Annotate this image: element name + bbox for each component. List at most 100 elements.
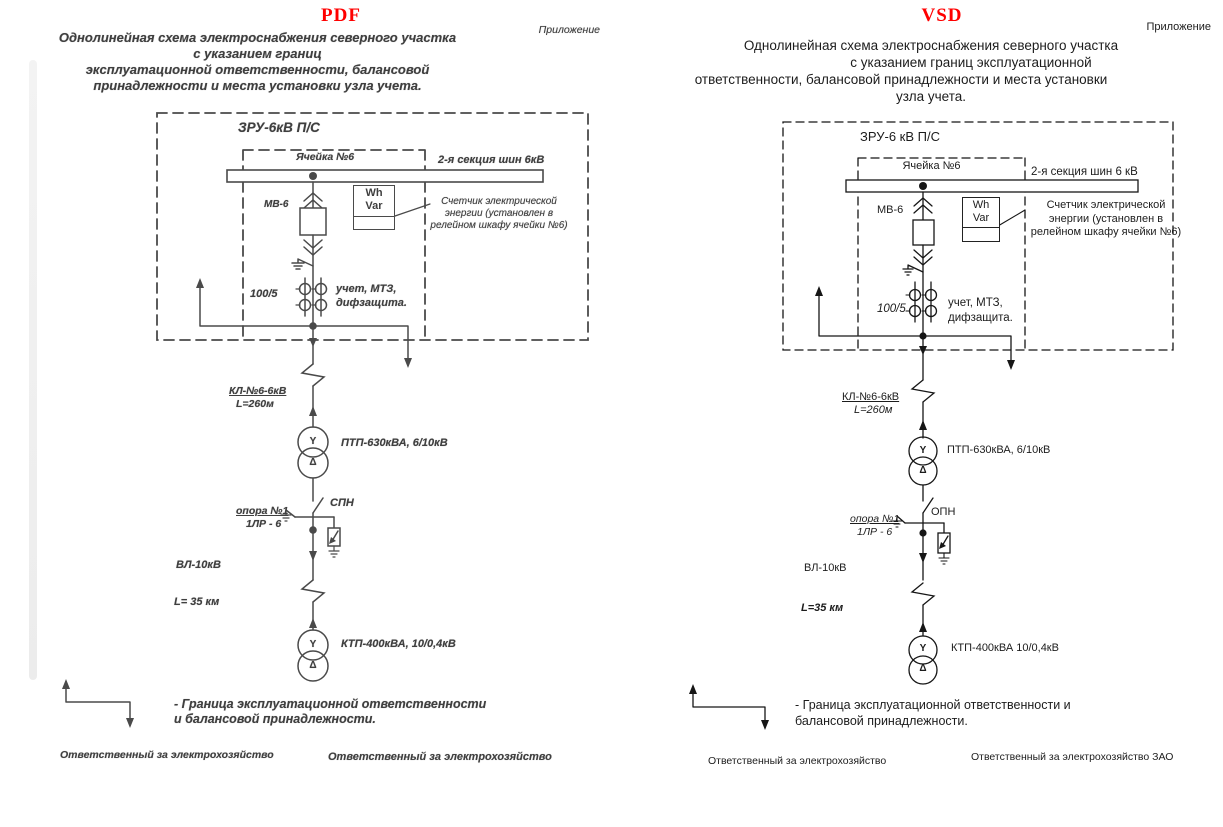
meter-note-line: энергии (установлен в (444, 208, 554, 219)
line-length-label: L=35 км (801, 602, 844, 614)
ct-ratio-label: 100/5 (250, 288, 278, 300)
junction-dot (309, 526, 317, 534)
ground-icon (280, 509, 292, 522)
pole-disconnector-icon (896, 515, 906, 524)
transformer2-star-winding (908, 635, 938, 665)
arrowhead-up (309, 406, 317, 416)
signature-right: Ответственный за электрохозяйство ЗАО (971, 751, 1174, 763)
earthing-switch-icon (902, 264, 924, 276)
pole-switch-label: 1ЛР - 6 (857, 526, 893, 538)
pole-switch-label: 1ЛР - 6 (246, 518, 282, 530)
page-title-line: эксплуатационной ответственности, баланс… (85, 62, 430, 77)
winding-delta: Δ (919, 663, 927, 674)
meter-note-line: релейном шкафу ячейки №6) (1030, 226, 1182, 238)
protection-line: дифзащита. (948, 311, 1013, 324)
meter-wh-label: Wh (972, 199, 990, 211)
drawout-contact-top-icon (303, 191, 323, 209)
bus-tap-dot (309, 172, 317, 180)
winding-star: Y (919, 445, 927, 456)
scan-edge-artifact (29, 60, 37, 680)
vsd-schematic (689, 121, 1174, 730)
meter-note: Счетчик электрической энергии (установле… (420, 196, 578, 232)
arrowhead-down (309, 551, 317, 561)
meter-note-line: энергии (установлен в (1048, 212, 1164, 225)
meter-wh-label: Wh (365, 187, 383, 199)
cable-break-icon (300, 363, 326, 387)
vsd-panel: VSD Приложение Однолинейная схема электр… (611, 0, 1223, 827)
legend-line: - Граница эксплуатационной ответственнос… (174, 697, 487, 711)
responsibility-boundary-line (199, 285, 409, 361)
transformer2-label: КТП-400кВА 10/0,4кВ (951, 642, 1059, 654)
bus-section-label: 2-я секция шин 6кВ (438, 154, 545, 166)
arrester-label: СПН (330, 497, 354, 509)
winding-delta: Δ (919, 465, 927, 476)
bus-section-label: 2-я секция шин 6 кВ (1031, 166, 1138, 178)
line-break-icon (910, 582, 936, 606)
annex-label: Приложение (1146, 21, 1211, 33)
signature-right: Ответственный за электрохозяйство (328, 751, 552, 763)
transformer1-label: ПТП-630кВА, 6/10кВ (341, 437, 448, 449)
legend-boundary-symbol (692, 690, 766, 723)
arrowhead-up (919, 420, 927, 430)
arrowhead-down (1007, 360, 1015, 370)
protection-line: дифзащита. (336, 297, 407, 309)
ground-icon (938, 552, 950, 565)
winding-star: Y (309, 436, 317, 447)
pdf-schematic (62, 112, 589, 728)
signature-left: Ответственный за электрохозяйство (708, 755, 887, 767)
cell-label: Ячейка №6 (902, 160, 961, 172)
winding-delta: Δ (309, 660, 317, 671)
drawout-contact-bottom-icon (913, 249, 933, 266)
protection-line: учет, МТЗ, (948, 297, 1003, 309)
legend-text: - Граница эксплуатационной ответственнос… (795, 697, 1095, 729)
disconnector-blade-icon (312, 497, 324, 514)
junction-dot (309, 322, 317, 330)
arrowhead-up (919, 622, 927, 632)
protection-line: учет, МТЗ, (336, 283, 397, 295)
meter-var-label: Var (972, 212, 990, 224)
format-badge: PDF (321, 5, 361, 26)
breaker-label: МВ-6 (877, 204, 904, 216)
arrowhead-down (919, 346, 927, 355)
transformer2-delta-winding (297, 650, 329, 682)
meter-note: Счетчик электрической энергии (установле… (1016, 199, 1196, 240)
junction-dot (919, 332, 927, 340)
ground-icon (891, 515, 903, 528)
page-title-line: принадлежности и места установки узла уч… (93, 78, 422, 93)
cable-name-label: КЛ-№6-6кВ (842, 391, 900, 403)
meter-note-line: Счетчик электрической (441, 196, 557, 207)
protection-label: учет, МТЗ, дифзащита. (336, 282, 407, 310)
meter-note-line: Счетчик электрической (1046, 199, 1166, 211)
pole-disconnector-icon (285, 509, 296, 518)
breaker-box (912, 219, 935, 246)
legend-line: - Граница эксплуатационной ответственнос… (795, 698, 1071, 712)
arrowhead-up (196, 278, 204, 288)
ct-ratio-label: 100/5 (877, 303, 906, 315)
page-title-line: Однолинейная схема электроснабжения севе… (58, 30, 457, 45)
arrowhead-up (689, 684, 697, 694)
arrester-arrowhead (329, 537, 336, 544)
earthing-switch-icon (291, 258, 314, 270)
junction-dot (919, 529, 927, 537)
meter-note-connector (394, 203, 431, 217)
meter-divider (353, 216, 395, 217)
breaker-box (299, 207, 327, 236)
substation-label: ЗРУ-6 кВ П/С (860, 129, 940, 144)
winding-star: Y (919, 643, 927, 654)
line-name-label: ВЛ-10кВ (804, 562, 847, 574)
legend-line: и балансовой принадлежности. (174, 712, 376, 726)
breaker-label: МВ-6 (264, 199, 289, 210)
substation-label: ЗРУ-6кВ П/С (238, 120, 320, 135)
boundary-outer-dashed-box (156, 112, 589, 341)
arrowhead-up (309, 618, 317, 628)
arrowhead-down (309, 338, 317, 347)
line-break-icon (300, 579, 326, 603)
arrowhead-up (815, 286, 823, 296)
arrowhead-up (62, 679, 70, 689)
arrowhead-down (761, 720, 769, 730)
meter-note-connector (997, 209, 1026, 227)
line-name-label: ВЛ-10кВ (176, 559, 221, 571)
annex-label: Приложение (538, 24, 600, 36)
bus-tap-dot (919, 182, 927, 190)
